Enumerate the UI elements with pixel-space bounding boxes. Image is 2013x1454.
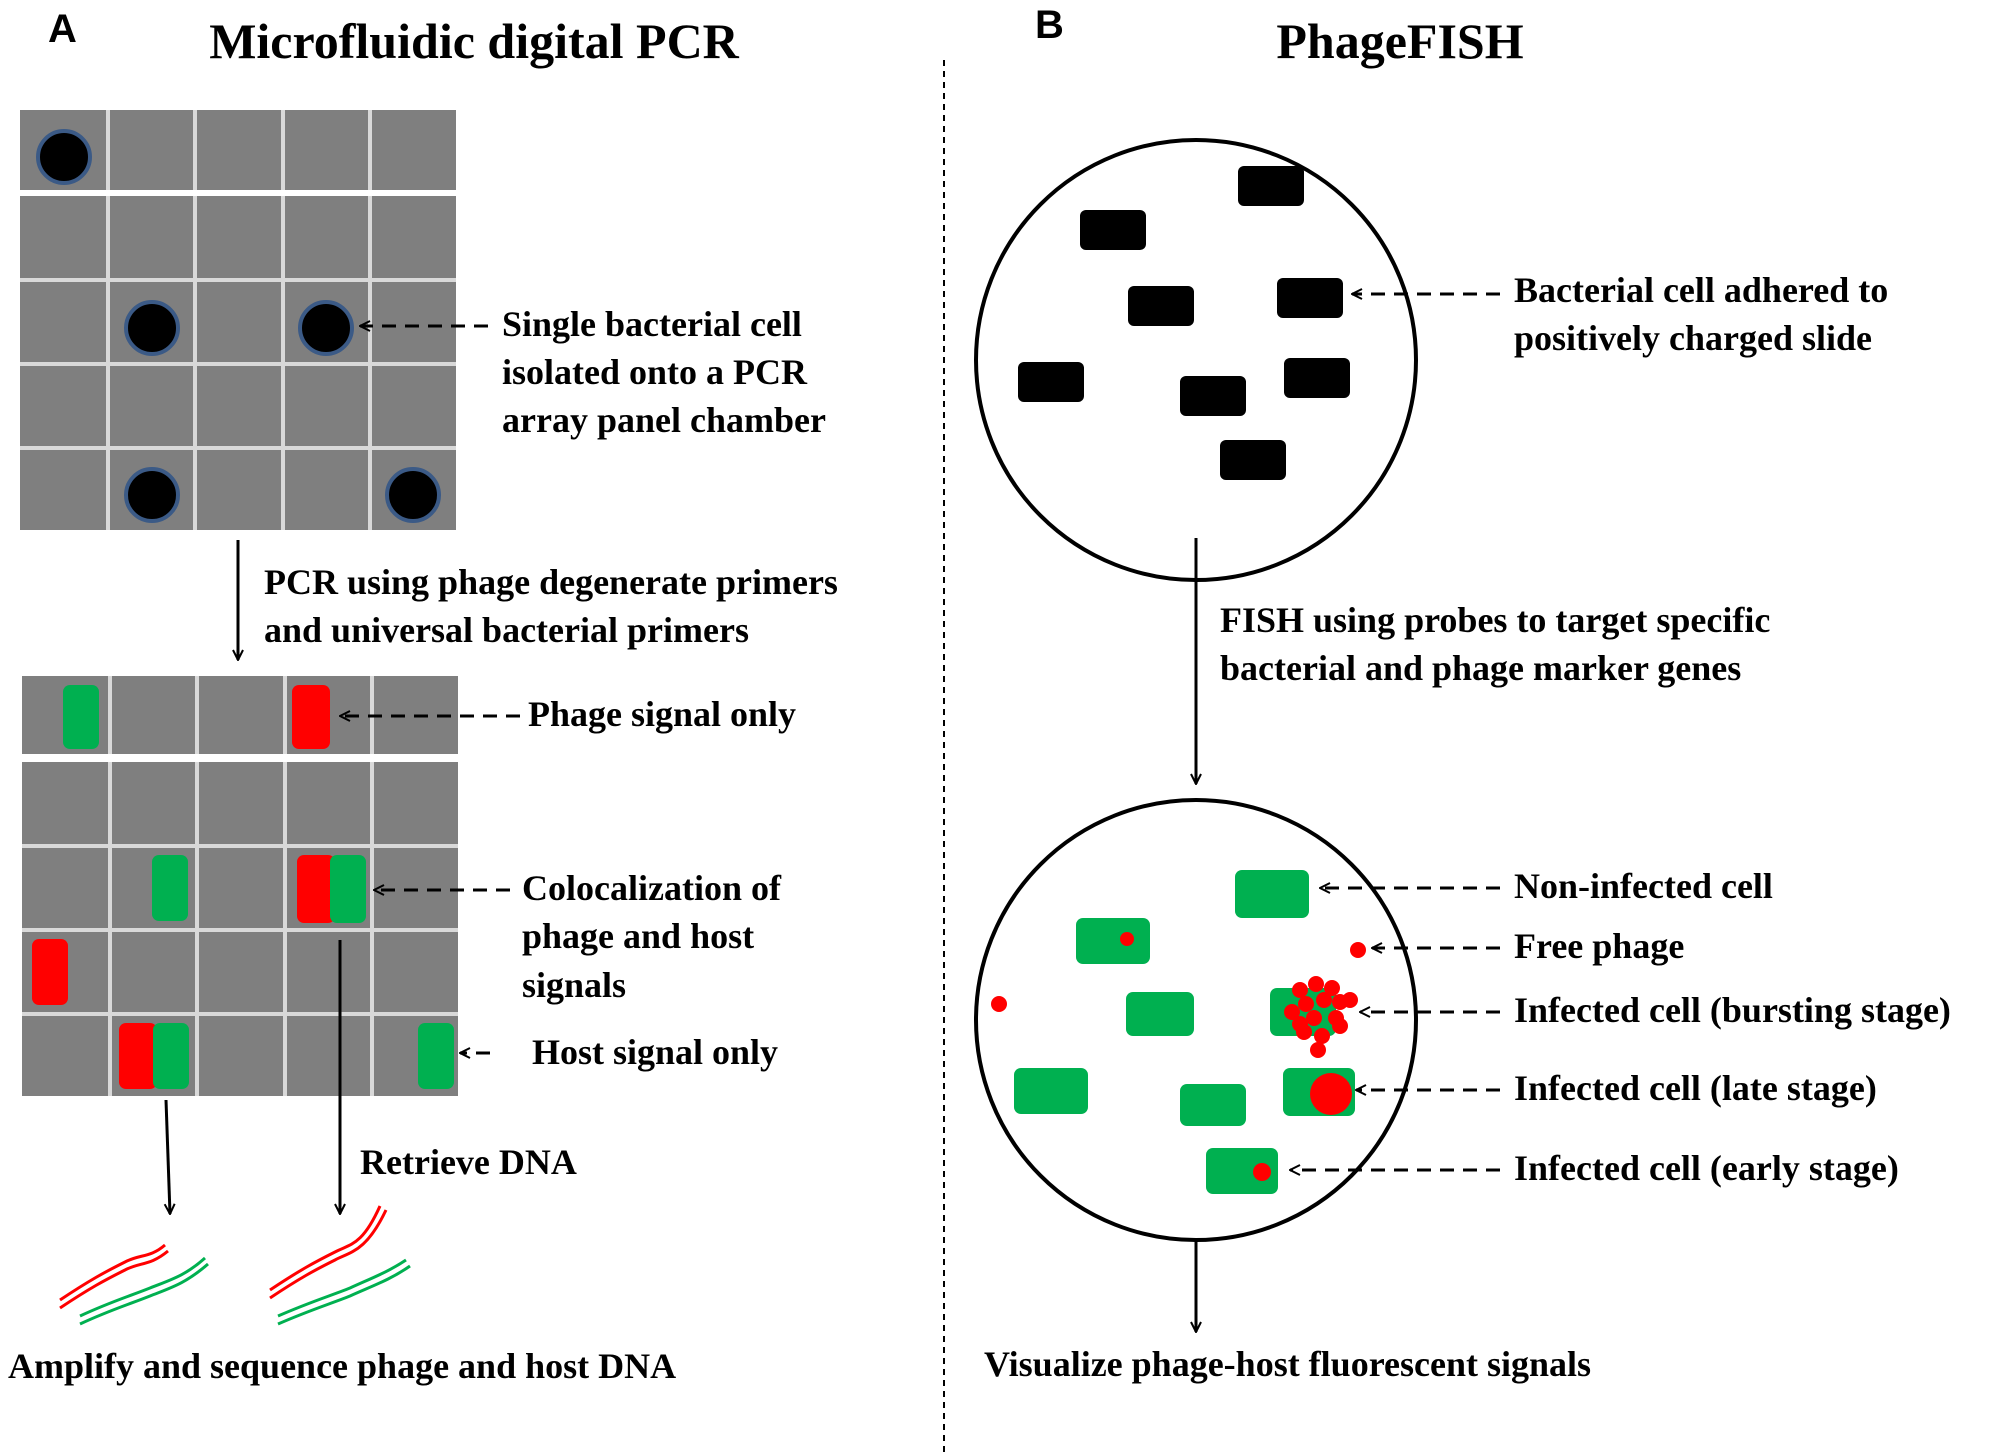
- phage-signals: [991, 932, 1366, 1181]
- host-signal: [330, 855, 366, 923]
- bacterial-cell: [36, 129, 92, 185]
- bursting-label: Infected cell (bursting stage): [1514, 990, 1951, 1030]
- pcr-array-top: [20, 110, 456, 530]
- host-cell: [1076, 918, 1150, 964]
- adhered-bacterial-cells: [1018, 166, 1350, 480]
- array-top-strip: [20, 110, 456, 190]
- fish-step-label-line2: bacterial and phage marker genes: [1220, 648, 1741, 688]
- single-cell-label-line2: isolated onto a PCR: [502, 352, 808, 392]
- non-infected-cell: [1235, 870, 1309, 918]
- host-signal: [418, 1023, 454, 1089]
- dna-strands-right: [269, 1205, 411, 1326]
- slide-before-fish: [974, 138, 1418, 582]
- host-signal: [63, 685, 99, 749]
- bacterial-cell: [1238, 166, 1304, 206]
- slide-circle: [974, 798, 1418, 1242]
- bacterial-cell: [1180, 376, 1246, 416]
- host-signal: [153, 1023, 189, 1089]
- bacterial-cell: [1220, 440, 1286, 480]
- phage-dna: [269, 1205, 382, 1292]
- host-cell: [1014, 1068, 1088, 1114]
- bacterial-cell: [1277, 278, 1343, 318]
- array-top-strip-grid: [106, 110, 372, 190]
- pcr-step-label-line2: and universal bacterial primers: [264, 610, 749, 650]
- host-signal: [152, 855, 188, 921]
- panel-b-bottom-label: Visualize phage-host fluorescent signals: [984, 1344, 1591, 1384]
- panel-a-bottom-label: Amplify and sequence phage and host DNA: [8, 1346, 676, 1386]
- panel-b: B PhageFISH Bacterial cell adhered to po…: [974, 3, 1951, 1384]
- free-phage-label: Free phage: [1514, 926, 1684, 966]
- pcr-step-label-line1: PCR using phage degenerate primers: [264, 562, 838, 602]
- host-cell: [1180, 1084, 1246, 1126]
- panel-a-letter: A: [48, 7, 77, 51]
- adhered-label-line2: positively charged slide: [1514, 318, 1872, 358]
- phage-dot: [1120, 932, 1134, 946]
- slide-after-fish: [974, 798, 1418, 1242]
- retrieve-label: Retrieve DNA: [360, 1142, 577, 1182]
- host-only-label: Host signal only: [532, 1032, 778, 1072]
- early-stage-cell: [1206, 1148, 1278, 1194]
- retrieve-arrow-left: [166, 1099, 170, 1214]
- colocalization-label-line1: Colocalization of: [522, 868, 782, 908]
- colocalization-label-line3: signals: [522, 965, 626, 1005]
- late-stage-label: Infected cell (late stage): [1514, 1068, 1877, 1108]
- host-dna: [79, 1256, 207, 1318]
- bacterial-cell: [1018, 362, 1084, 402]
- bacterial-cell: [1080, 210, 1146, 250]
- free-phage: [991, 996, 1007, 1012]
- phage-signal: [297, 855, 335, 923]
- panel-a: A Microfluidic digital PCR: [8, 7, 838, 1386]
- early-stage-label: Infected cell (early stage): [1514, 1148, 1899, 1188]
- panel-b-title: PhageFISH: [1276, 13, 1523, 69]
- panel-b-letter: B: [1035, 3, 1064, 47]
- free-phage: [1350, 942, 1366, 958]
- bacterial-cell: [1128, 286, 1194, 326]
- fish-step-label-line1: FISH using probes to target specific: [1220, 600, 1770, 640]
- single-cell-label-line1: Single bacterial cell: [502, 304, 802, 344]
- adhered-label-line1: Bacterial cell adhered to: [1514, 270, 1888, 310]
- non-infected-label: Non-infected cell: [1514, 866, 1773, 906]
- bacterial-cell: [1284, 358, 1350, 398]
- host-dna: [277, 1258, 407, 1318]
- panel-a-title: Microfluidic digital PCR: [209, 13, 739, 69]
- early-stage-phage: [1253, 1163, 1271, 1181]
- bursting-phage-cluster: [1284, 976, 1358, 1058]
- host-cell: [1126, 992, 1194, 1036]
- bacterial-cell: [385, 467, 441, 523]
- phage-dna: [59, 1243, 166, 1302]
- bacterial-cell: [298, 300, 354, 356]
- bacterial-cell: [124, 467, 180, 523]
- phage-signal: [32, 939, 68, 1005]
- dna-strands-left: [59, 1243, 209, 1326]
- bacterial-cell: [124, 300, 180, 356]
- colocalization-label-line2: phage and host: [522, 916, 754, 956]
- phage-signal: [119, 1023, 157, 1089]
- late-stage-phage: [1310, 1073, 1352, 1115]
- signals: [32, 685, 454, 1089]
- single-bacterial-cells: [36, 129, 441, 523]
- slide-circle: [974, 138, 1418, 582]
- single-cell-label-line3: array panel chamber: [502, 400, 826, 440]
- array-bottom-block-grid: [22, 762, 458, 1096]
- phage-signal: [292, 685, 330, 749]
- pcr-array-bottom: [22, 676, 458, 1096]
- array-top-block-grid: [20, 196, 456, 530]
- phage-only-label: Phage signal only: [528, 694, 796, 734]
